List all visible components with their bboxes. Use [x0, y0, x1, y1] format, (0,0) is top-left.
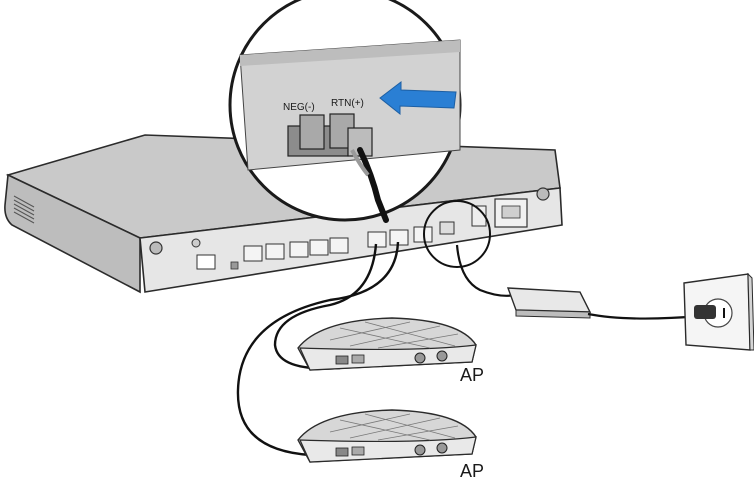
adapter-dc-cable	[455, 244, 516, 297]
ap-label-1: AP	[460, 365, 484, 385]
vent-grille	[13, 195, 35, 224]
adapter-ac-cable	[587, 312, 701, 320]
power-socket-highlight	[423, 200, 491, 268]
dc-cable	[357, 147, 389, 223]
console-port	[196, 254, 216, 270]
access-point: AP	[297, 317, 484, 385]
neg-label: NEG(-)	[283, 102, 315, 113]
power-adapter	[506, 287, 592, 319]
rtn-label: RTN(+)	[331, 98, 364, 109]
ethernet-port-bank	[243, 226, 433, 262]
callout-magnifier: NEG(-) RTN(+)	[228, 0, 462, 223]
ap-label-2: AP	[460, 461, 484, 481]
dc-input-port	[439, 221, 455, 235]
power-supply-chain	[455, 244, 754, 351]
ground-screw-icon	[536, 187, 550, 201]
insert-direction-arrow-icon	[379, 80, 457, 116]
ground-screw-icon	[149, 241, 163, 255]
access-point: AP	[297, 409, 484, 481]
wall-outlet	[683, 272, 754, 351]
